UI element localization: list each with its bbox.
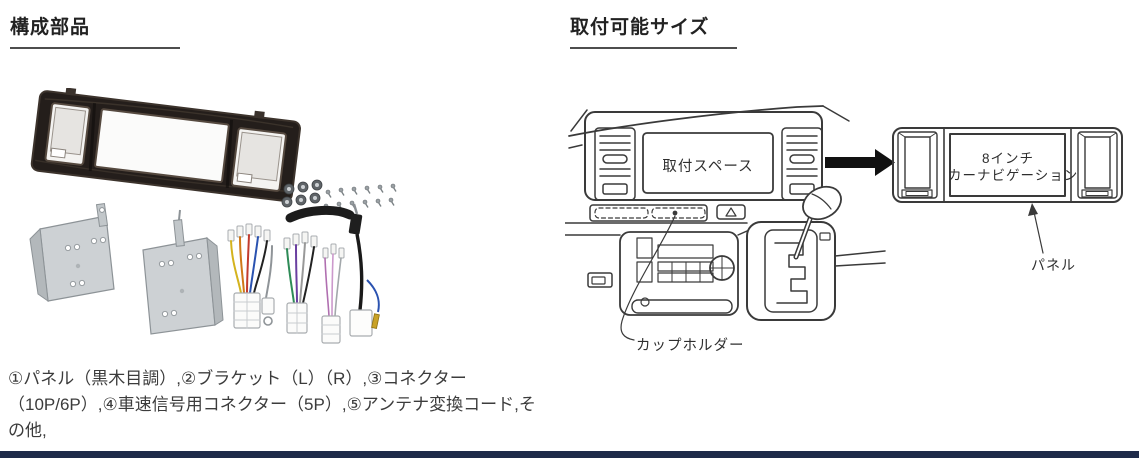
parts-description-line3: の他, xyxy=(8,421,47,440)
nav-size-label-line2: カーナビゲーション xyxy=(948,168,1079,183)
cup-holder-leader xyxy=(620,215,676,341)
fitment-section-title: 取付可能サイズ xyxy=(570,12,737,49)
panel-frame-photo xyxy=(30,88,301,202)
foam-strip-photo xyxy=(285,206,355,223)
footer-bar xyxy=(0,451,1139,458)
bracket-left-photo xyxy=(29,202,115,303)
parts-section-title: 構成部品 xyxy=(10,12,180,49)
install-space-label: 取付スペース xyxy=(662,159,754,175)
transfer-arrow xyxy=(825,149,895,176)
harness-5p-photo xyxy=(321,243,345,344)
cup-holder-strip xyxy=(589,204,708,222)
parts-description-line2: （10P/6P）,④車速信号用コネクター（5P）,⑤アンテナ変換コード,そ xyxy=(8,395,536,414)
cup-holder-label: カップホルダー xyxy=(636,338,745,354)
bracket-right-photo xyxy=(142,209,224,335)
parts-photo xyxy=(29,88,397,344)
hazard-button-drawing xyxy=(716,204,746,220)
harness-10p-photo xyxy=(227,223,275,329)
panel-label-leader xyxy=(1028,203,1044,254)
nav-size-label-line1: 8インチ xyxy=(981,151,1034,166)
hex-nuts-photo xyxy=(281,179,323,208)
nav-panel-drawing xyxy=(892,127,1123,203)
antenna-adapter-photo xyxy=(348,203,380,337)
right-vent xyxy=(781,127,823,201)
panel-label: パネル xyxy=(1031,257,1076,273)
harness-6p-photo xyxy=(283,231,318,334)
shifter-console-drawing xyxy=(746,221,836,321)
audio-unit-drawing xyxy=(619,231,739,316)
install-space-opening xyxy=(642,132,774,194)
dashboard-diagram xyxy=(565,105,1123,341)
parts-description: ①パネル（黒木目調）,②ブラケット（L）（R）,③コネクター （10P/6P）,… xyxy=(8,366,588,444)
parts-description-line1: ①パネル（黒木目調）,②ブラケット（L）（R）,③コネクター xyxy=(8,369,467,388)
left-vent xyxy=(594,127,636,201)
shift-lever-drawing xyxy=(793,185,842,260)
